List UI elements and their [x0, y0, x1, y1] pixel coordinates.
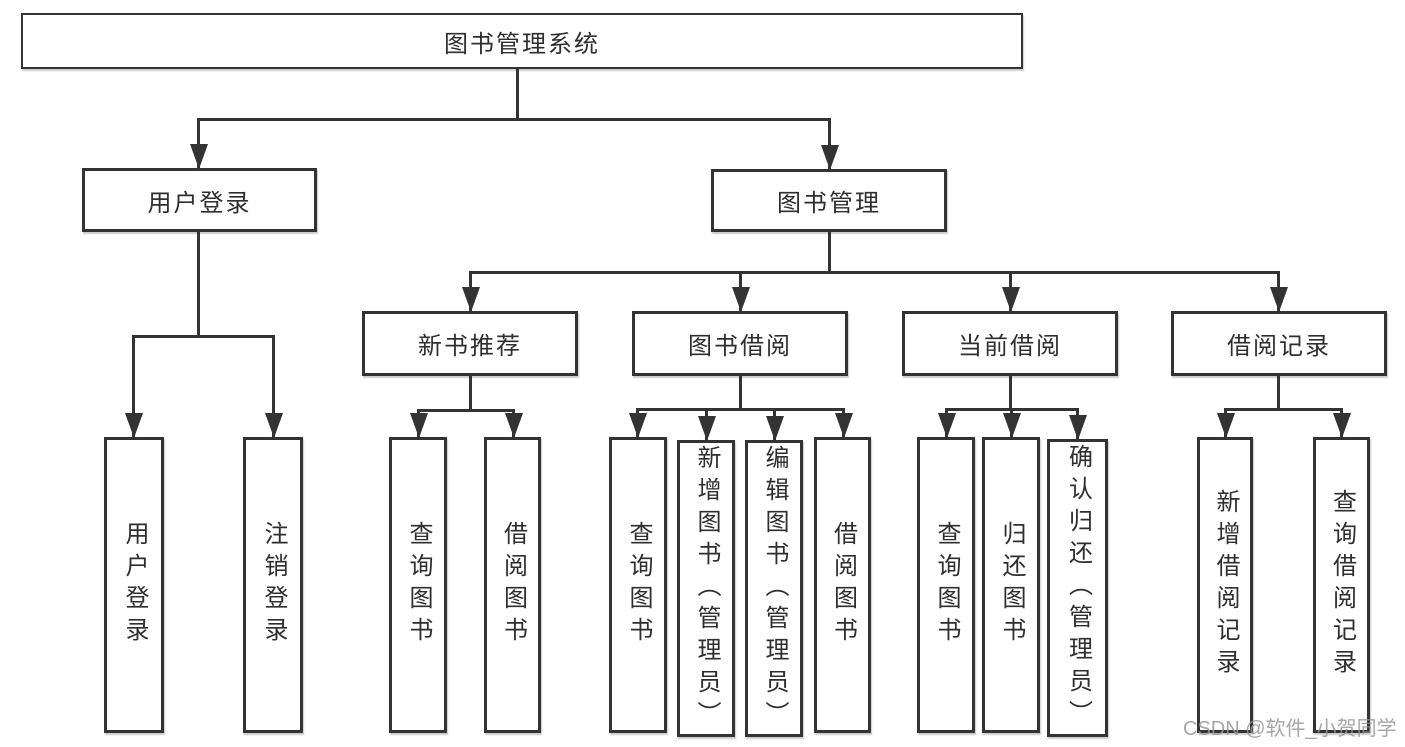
leaf-confirm-return-admin-label: 确认归还（管理员）	[1064, 444, 1092, 732]
node-current-borrowing-label: 当前借阅	[958, 333, 1062, 360]
leaf-borrow-books-recommend-label: 借阅图书	[499, 521, 527, 649]
connector-userlogin-bar	[132, 335, 275, 338]
arrow-to-return-book	[1010, 408, 1013, 437]
leaf-return-book: 归还图书	[982, 437, 1040, 733]
node-book-management: 图书管理	[711, 169, 947, 232]
connector-level2-bar	[197, 118, 831, 121]
leaf-query-books-recommend: 查询图书	[389, 437, 447, 733]
leaf-query-books-current: 查询图书	[917, 437, 975, 733]
arrow-to-user-login	[197, 118, 200, 168]
leaf-add-book-admin: 新增图书（管理员）	[677, 440, 735, 737]
arrow-to-borrow-books-2	[842, 408, 845, 437]
arrow-to-add-borrow-record	[1224, 408, 1227, 437]
connector-bookmgmt-stem	[828, 232, 831, 274]
leaf-edit-book-admin: 编辑图书（管理员）	[745, 440, 803, 737]
connector-borrowing-bar	[636, 408, 844, 411]
leaf-user-login: 用户登录	[104, 437, 164, 733]
connector-userlogin-stem	[197, 232, 200, 338]
arrow-to-borrow-books-1	[512, 409, 515, 437]
leaf-logout-label: 注销登录	[260, 521, 287, 649]
node-root: 图书管理系统	[21, 13, 1023, 69]
arrow-to-new-book-recommend	[469, 271, 472, 311]
node-new-book-recommend-label: 新书推荐	[418, 333, 522, 360]
arrow-to-borrowing-records	[1277, 271, 1280, 311]
node-borrowing-records: 借阅记录	[1171, 311, 1387, 376]
node-borrowing-records-label: 借阅记录	[1227, 333, 1331, 360]
leaf-borrow-books-recommend: 借阅图书	[484, 437, 541, 733]
arrow-to-confirm-return	[1076, 408, 1079, 439]
arrow-to-query-borrow-record	[1340, 408, 1343, 437]
node-book-management-label: 图书管理	[777, 190, 881, 217]
node-book-borrowing-label: 图书借阅	[688, 333, 792, 360]
leaf-query-books-borrowing-label: 查询图书	[625, 521, 652, 649]
connector-level3-bar	[469, 271, 1280, 274]
leaf-user-login-label: 用户登录	[121, 521, 148, 649]
leaf-query-borrow-record-label: 查询借阅记录	[1328, 489, 1356, 681]
arrow-to-leaf-logout	[272, 335, 275, 437]
leaf-confirm-return-admin: 确认归还（管理员）	[1047, 439, 1108, 737]
leaf-add-borrow-record-label: 新增借阅记录	[1212, 489, 1239, 681]
connector-records-stem	[1277, 376, 1280, 411]
leaf-add-book-admin-label: 新增图书（管理员）	[693, 444, 720, 733]
node-user-login-label: 用户登录	[147, 189, 252, 217]
node-current-borrowing: 当前借阅	[902, 311, 1118, 376]
connector-root-stem	[516, 68, 519, 121]
leaf-query-books-current-label: 查询图书	[933, 521, 960, 649]
connector-recommend-stem	[469, 376, 472, 412]
leaf-query-borrow-record: 查询借阅记录	[1313, 437, 1370, 733]
leaf-query-books-borrowing: 查询图书	[609, 437, 667, 733]
leaf-query-books-recommend-label: 查询图书	[405, 521, 432, 649]
connector-records-bar	[1224, 408, 1343, 411]
arrow-to-book-management	[828, 118, 831, 169]
arrow-to-query-books-3	[945, 408, 948, 437]
connector-recommend-bar	[417, 409, 515, 412]
csdn-watermark: CSDN @软件_小贺同学	[1183, 718, 1397, 740]
leaf-logout: 注销登录	[243, 437, 303, 733]
leaf-borrow-books-borrowing: 借阅图书	[814, 437, 871, 733]
arrow-to-edit-book	[773, 408, 776, 440]
arrow-to-add-book	[705, 408, 708, 440]
leaf-borrow-books-borrowing-label: 借阅图书	[829, 521, 857, 649]
node-user-login: 用户登录	[82, 168, 317, 232]
leaf-edit-book-admin-label: 编辑图书（管理员）	[761, 444, 788, 733]
arrow-to-book-borrowing	[739, 271, 742, 311]
node-new-book-recommend: 新书推荐	[362, 311, 578, 376]
connector-current-stem	[1009, 376, 1012, 411]
node-book-borrowing: 图书借阅	[632, 311, 848, 376]
arrow-to-current-borrowing	[1009, 271, 1012, 311]
arrow-to-query-books-1	[417, 409, 420, 437]
leaf-add-borrow-record: 新增借阅记录	[1197, 437, 1253, 733]
arrow-to-leaf-user-login	[132, 335, 135, 437]
leaf-return-book-label: 归还图书	[998, 521, 1025, 649]
arrow-to-query-books-2	[636, 408, 639, 437]
connector-borrowing-stem	[739, 376, 742, 411]
node-root-label: 图书管理系统	[444, 30, 600, 58]
